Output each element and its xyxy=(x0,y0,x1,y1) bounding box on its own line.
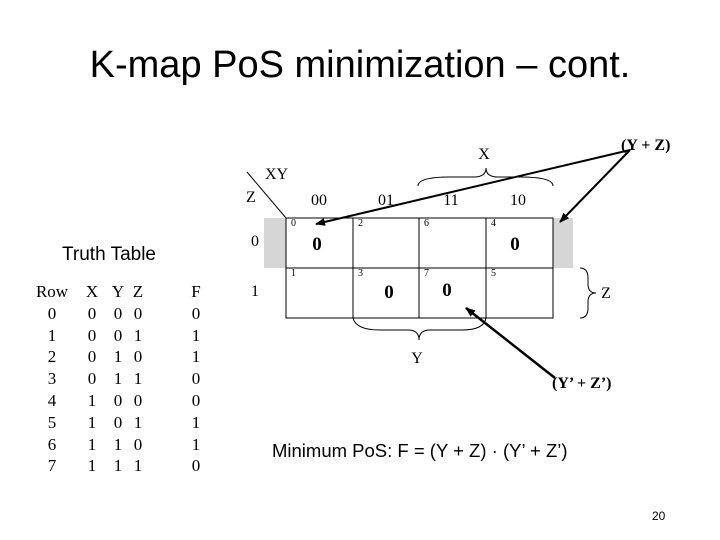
x-brace-label: X xyxy=(478,146,490,163)
cell-number: 1 xyxy=(291,268,296,279)
truth-table-cell: 2 xyxy=(47,347,57,367)
truth-table-column-z: Z 0 1 0 1 0 1 0 1 xyxy=(128,281,148,477)
truth-table-cell: 0 xyxy=(133,303,143,323)
truth-table-header-row: Row xyxy=(35,282,69,301)
arrow-ynzn-to-cells37 xyxy=(465,307,556,379)
truth-table-header-f: F xyxy=(191,282,201,301)
kmap-grid xyxy=(285,217,554,319)
truth-table-cell: 1 xyxy=(87,456,97,476)
col-header-11: 11 xyxy=(443,192,458,209)
truth-table-cell: 0 xyxy=(87,303,97,323)
cell-value-r0c0: 0 xyxy=(312,234,322,255)
truth-table-cell: 1 xyxy=(47,325,57,345)
truth-table-title: Truth Table xyxy=(62,244,156,265)
slide-title: K-map PoS minimization – cont. xyxy=(89,44,631,86)
truth-table-cell: 7 xyxy=(47,456,57,476)
truth-table-cell: 1 xyxy=(133,456,143,476)
cell-number: 7 xyxy=(424,268,429,279)
truth-table-cell: 1 xyxy=(113,434,123,454)
y-brace xyxy=(352,317,487,341)
truth-table-header-x: X xyxy=(85,282,99,301)
truth-table-cell: 0 xyxy=(191,369,201,389)
truth-table-cell: 0 xyxy=(133,390,143,410)
truth-table-cell: 1 xyxy=(191,412,201,432)
z-brace xyxy=(579,267,597,319)
cell-number: 4 xyxy=(491,218,496,229)
col-header-01: 01 xyxy=(378,192,394,209)
col-header-00: 00 xyxy=(311,192,327,209)
truth-table-cell: 0 xyxy=(191,456,201,476)
truth-table-cell: 1 xyxy=(87,434,97,454)
truth-table-cell: 0 xyxy=(191,303,201,323)
truth-table-cell: 0 xyxy=(113,303,123,323)
truth-table-cell: 1 xyxy=(133,412,143,432)
row-header-1: 1 xyxy=(251,283,259,300)
truth-table-cell: 1 xyxy=(133,325,143,345)
annotation-y-plus-z: (Y + Z) xyxy=(621,137,670,154)
truth-table-column-y: Y 0 0 1 1 0 0 1 1 xyxy=(108,281,128,477)
cell-value-r0c3: 0 xyxy=(510,234,520,255)
y-brace-label: Y xyxy=(411,350,423,367)
cell-value-r1c2: 0 xyxy=(442,280,452,301)
truth-table-cell: 1 xyxy=(133,369,143,389)
truth-table-cell: 1 xyxy=(191,325,201,345)
row-header-0: 0 xyxy=(251,233,259,250)
arrow-yz-to-cell4 xyxy=(559,149,631,223)
cell-number: 6 xyxy=(424,218,429,229)
cell-number: 2 xyxy=(358,218,363,229)
truth-table-cell: 3 xyxy=(47,369,57,389)
truth-table-cell: 1 xyxy=(191,347,201,367)
arrow-yz-to-cell0 xyxy=(315,149,631,226)
truth-table-cell: 0 xyxy=(87,369,97,389)
truth-table-cell: 0 xyxy=(87,347,97,367)
truth-table-cell: 0 xyxy=(113,390,123,410)
wrap-group-right-shade xyxy=(553,218,573,268)
truth-table-cell: 0 xyxy=(47,303,57,323)
cell-number: 5 xyxy=(491,268,496,279)
truth-table-cell: 0 xyxy=(113,412,123,432)
corner-xy-label: XY xyxy=(265,166,289,183)
truth-table-cell: 5 xyxy=(47,412,57,432)
truth-table-cell: 0 xyxy=(133,434,143,454)
truth-table-cell: 0 xyxy=(87,325,97,345)
cell-value-r1c1: 0 xyxy=(384,282,394,303)
z-brace-label: Z xyxy=(601,285,611,302)
page-number: 20 xyxy=(652,509,666,523)
truth-table-cell: 1 xyxy=(87,390,97,410)
annotation-y-prime-plus-z-prime: (Y’ + Z’) xyxy=(552,375,611,392)
truth-table-cell: 0 xyxy=(113,325,123,345)
truth-table-header-z: Z xyxy=(132,282,144,301)
truth-table-cell: 1 xyxy=(113,456,123,476)
truth-table-cell: 0 xyxy=(133,347,143,367)
truth-table-cell: 4 xyxy=(47,390,57,410)
truth-table-column-f: F 0 1 1 0 0 1 1 0 xyxy=(184,281,208,477)
col-header-10: 10 xyxy=(510,192,526,209)
cell-number: 0 xyxy=(291,218,296,229)
truth-table-cell: 1 xyxy=(191,434,201,454)
minimum-pos-formula: Minimum PoS: F = (Y + Z) · (Y’ + Z’) xyxy=(272,440,568,461)
truth-table-cell: 6 xyxy=(47,434,57,454)
corner-z-label: Z xyxy=(246,189,256,206)
truth-table-column-row: Row 0 1 2 3 4 5 6 7 xyxy=(30,281,74,477)
cell-number: 3 xyxy=(358,268,363,279)
x-brace xyxy=(417,167,554,187)
wrap-group-left-shade xyxy=(264,218,286,268)
truth-table-cell: 1 xyxy=(113,347,123,367)
truth-table-cell: 1 xyxy=(113,369,123,389)
corner-diagonal xyxy=(246,171,287,219)
truth-table-cell: 0 xyxy=(191,390,201,410)
truth-table-cell: 1 xyxy=(87,412,97,432)
truth-table-header-y: Y xyxy=(111,282,125,301)
truth-table-column-x: X 0 0 0 0 1 1 1 1 xyxy=(82,281,102,477)
